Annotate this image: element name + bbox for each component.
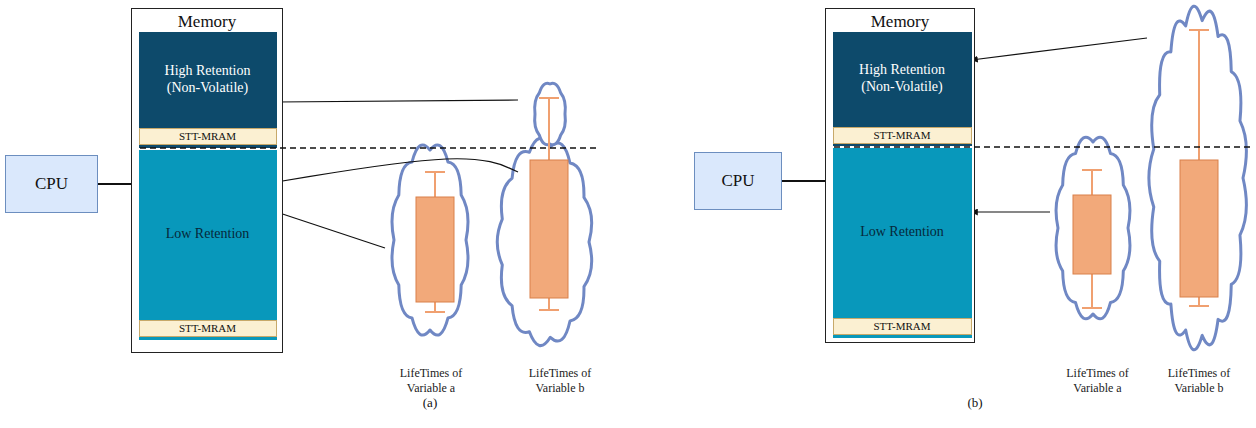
node-text: High Retention (Non-Volatile) <box>152 63 264 97</box>
whisker-cap <box>1082 307 1102 309</box>
stt-mram-strip: STT-MRAM <box>833 127 972 144</box>
retention-threshold-line <box>140 147 596 149</box>
lifetime-box <box>530 160 568 298</box>
lifetime-cloud: LifeTimes of Variable a <box>385 140 477 395</box>
mapping-arrow <box>972 211 1051 212</box>
high-retention-band: High Retention (Non-Volatile) STT-MRAM <box>139 32 277 148</box>
cloud-outline <box>1056 137 1130 319</box>
mapping-arrow <box>277 159 519 182</box>
whisker-cap <box>1189 29 1209 31</box>
cpu-box: CPU <box>5 155 98 213</box>
node-text: LifeTimes of Variable a <box>391 366 471 395</box>
lifetime-box <box>1073 195 1111 274</box>
cloud-layer <box>392 6 1246 350</box>
lifetime-cloud: LifeTimes of Variable b <box>1147 10 1251 395</box>
whisker-cap <box>425 311 445 313</box>
node-text: Low Retention <box>860 224 944 241</box>
node-text: Memory <box>178 12 237 32</box>
bus-line <box>782 180 825 182</box>
boxplot <box>1073 170 1111 308</box>
boxplot <box>1180 30 1218 306</box>
high-retention-band: High Retention (Non-Volatile) STT-MRAM <box>833 32 972 146</box>
mapping-arrow <box>277 100 519 102</box>
low-retention-band: Low RetentionSTT-MRAM <box>139 150 277 340</box>
node-text: STT-MRAM <box>179 130 236 143</box>
whisker-cap <box>425 171 445 173</box>
node-text: CPU <box>35 174 68 194</box>
node-text: High Retention (Non-Volatile) <box>846 62 958 96</box>
stt-mram-strip: STT-MRAM <box>139 128 277 145</box>
stt-mram-strip: STT-MRAM <box>833 318 972 335</box>
panel-label: (b) <box>967 395 982 411</box>
node-text: STT-MRAM <box>873 320 930 333</box>
retention-threshold-line <box>834 146 1252 148</box>
whisker-cap <box>1082 169 1102 171</box>
bus-line <box>98 183 131 185</box>
node-text: Memory <box>871 12 930 32</box>
cloud-outline <box>1149 6 1247 350</box>
whisker-cap <box>539 309 559 311</box>
mapping-arrow <box>972 38 1148 60</box>
node-text: STT-MRAM <box>873 129 930 142</box>
memory-box: MemoryHigh Retention (Non-Volatile) STT-M… <box>825 8 975 343</box>
node-text: Low Retention <box>166 226 250 243</box>
node-text: LifeTimes of Variable b <box>520 366 600 395</box>
boxplot <box>416 172 454 312</box>
node-text: LifeTimes of Variable b <box>1159 366 1239 395</box>
cloud-outline <box>392 145 468 335</box>
whisker-cap <box>539 97 559 99</box>
lifetime-cloud: LifeTimes of Variable b <box>518 60 602 395</box>
panel-label: (a) <box>423 395 437 411</box>
mapping-arrow <box>277 212 386 248</box>
boxplot <box>530 98 568 310</box>
lifetime-box <box>416 197 454 302</box>
node-text: LifeTimes of Variable a <box>1058 366 1138 395</box>
node-text: CPU <box>721 171 754 191</box>
boxplot-layer <box>416 30 1218 312</box>
node-text: STT-MRAM <box>179 322 236 335</box>
stt-mram-strip: STT-MRAM <box>139 320 277 337</box>
whisker-cap <box>1189 305 1209 307</box>
lifetime-box <box>1180 160 1218 297</box>
memory-box: MemoryHigh Retention (Non-Volatile) STT-M… <box>131 8 283 353</box>
low-retention-band: Low RetentionSTT-MRAM <box>833 148 972 338</box>
cpu-box: CPU <box>694 152 782 210</box>
lifetime-cloud: LifeTimes of Variable a <box>1050 130 1145 395</box>
